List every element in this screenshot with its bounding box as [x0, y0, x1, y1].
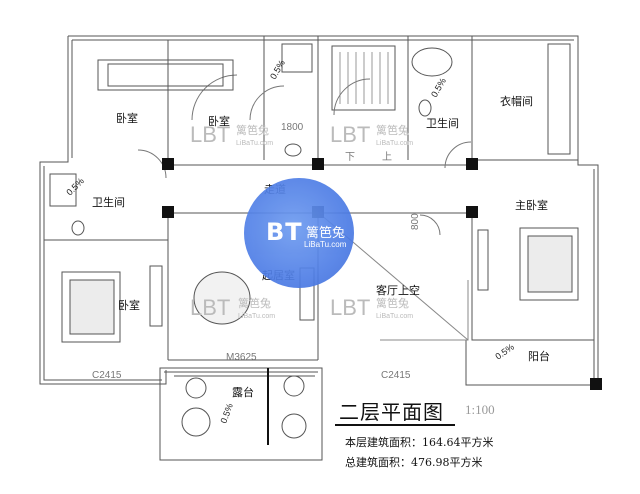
plan-scale: 1:100 — [465, 402, 495, 417]
slope-mark: 0.5% — [268, 58, 287, 81]
svg-text:LiBaTu.com: LiBaTu.com — [376, 313, 413, 320]
logo-brand-name: 篱笆兔 — [306, 226, 346, 241]
room-label-master-bedroom: 主卧室 — [515, 198, 548, 212]
svg-text:LBT: LBT — [330, 295, 370, 320]
stair-down-label: 下 — [345, 152, 355, 163]
stair-up-label: 上 — [382, 151, 392, 163]
window-tag-c2415: C2415 — [92, 370, 122, 381]
plan-title: 二层平面图 — [339, 400, 444, 424]
room-label-terrace: 露台 — [232, 385, 254, 399]
svg-text:LiBaTu.com: LiBaTu.com — [238, 313, 275, 320]
title-underline — [335, 424, 455, 426]
outer-wall — [68, 35, 599, 386]
svg-text:LBT: LBT — [190, 295, 230, 320]
outer-wall-left — [39, 36, 167, 385]
room-label-bath-left: 卫生间 — [92, 195, 125, 209]
logo-url: LiBaTu.com — [304, 240, 347, 249]
slope-mark: 0.5% — [64, 176, 86, 198]
window-tag-m3625: M3625 — [226, 352, 257, 363]
slope-mark: 0.5% — [493, 342, 516, 362]
window-tag-c2415: C2415 — [381, 370, 411, 381]
room-label-bedroom-top-mid: 卧室 — [208, 114, 230, 128]
room-label-bath-top: 卫生间 — [426, 116, 459, 130]
brand-logo: BT 篱笆兔 LiBaTu.com — [244, 178, 354, 288]
logo-letters: BT — [266, 218, 303, 246]
floor-area-text: 本层建筑面积：164.64平方米 — [345, 436, 494, 449]
svg-text:LBT: LBT — [330, 122, 370, 147]
room-label-bedroom-top-left: 卧室 — [116, 111, 138, 125]
slope-mark: 0.5% — [218, 402, 234, 425]
room-label-hall-void: 客厅上空 — [376, 283, 420, 297]
svg-text:篱笆兔: 篱笆兔 — [236, 123, 269, 137]
total-area-text: 总建筑面积：476.98平方米 — [345, 456, 483, 469]
slope-mark: 0.5% — [429, 76, 448, 99]
title-block: 二层平面图 1:100 本层建筑面积：164.64平方米 总建筑面积：476.9… — [335, 396, 635, 486]
room-label-cloakroom: 衣帽间 — [500, 94, 533, 108]
svg-text:LBT: LBT — [190, 122, 230, 147]
room-label-balcony: 阳台 — [528, 349, 550, 363]
watermark: LBT 篱笆兔 LiBaTu.com LBT 篱笆兔 LiBaTu.com LB… — [190, 122, 413, 320]
room-label-bedroom-left: 卧室 — [118, 298, 140, 312]
svg-text:篱笆兔: 篱笆兔 — [238, 296, 271, 310]
svg-text:LiBaTu.com: LiBaTu.com — [236, 140, 273, 147]
door-width-tag: 800 — [410, 213, 421, 230]
door-width-tag: 1800 — [281, 122, 304, 133]
svg-text:篱笆兔: 篱笆兔 — [376, 296, 409, 310]
svg-text:篱笆兔: 篱笆兔 — [376, 123, 409, 137]
svg-text:LiBaTu.com: LiBaTu.com — [376, 140, 413, 147]
